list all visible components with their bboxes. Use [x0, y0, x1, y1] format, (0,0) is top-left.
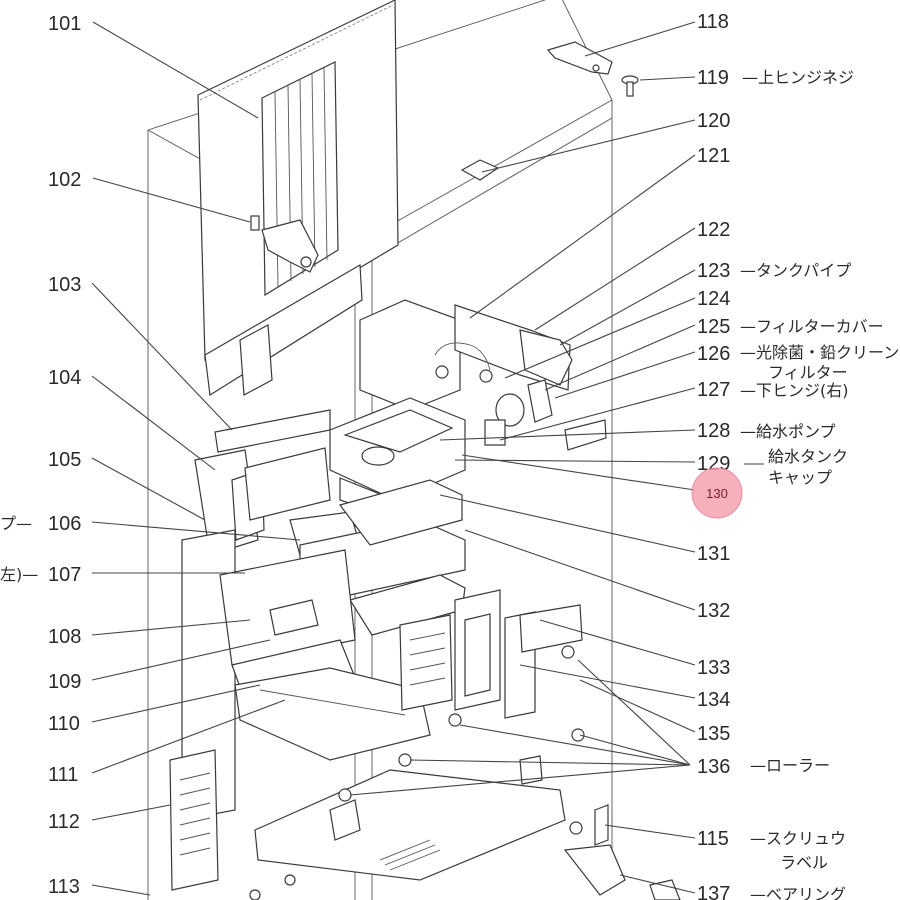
name-126: —光除菌・鉛クリーン	[740, 343, 899, 362]
label-137: 137	[697, 883, 730, 900]
name-127: —下ヒンジ(右)	[740, 381, 849, 400]
label-121: 121	[697, 145, 730, 167]
label-107-prefix: 左)—	[0, 565, 38, 584]
tank-assembly	[329, 299, 607, 521]
label-115: 115	[697, 828, 729, 850]
label-112: 112	[48, 811, 80, 833]
label-132: 132	[697, 600, 730, 622]
label-134: 134	[697, 689, 730, 711]
control-area	[399, 589, 583, 719]
label-119: 119	[697, 67, 729, 89]
label-133: 133	[697, 657, 730, 679]
left-labels: 101 102 103 104 105 プ— 106 左)— 107 108 1…	[0, 13, 81, 898]
label-123: 123	[697, 260, 730, 282]
label-124: 124	[697, 288, 730, 310]
label-118: 118	[697, 11, 729, 33]
highlight-marker-130[interactable]: 130	[691, 467, 743, 519]
label-103: 103	[48, 274, 81, 296]
label-107: 107	[48, 564, 81, 586]
marker-label: 130	[706, 486, 728, 501]
left-components	[181, 409, 361, 821]
label-110: 110	[48, 713, 80, 735]
name-115-cont: ラベル	[780, 853, 828, 872]
name-129: 給水タンク	[768, 447, 848, 466]
label-126: 126	[697, 343, 730, 365]
name-115: —スクリュウ	[750, 829, 846, 848]
label-109: 109	[48, 671, 81, 693]
top-hinge-118	[546, 41, 613, 75]
label-120: 120	[697, 110, 730, 132]
mid-section	[219, 549, 431, 761]
label-125: 125	[697, 316, 730, 338]
name-128: —給水ポンプ	[740, 422, 836, 441]
label-106: 106	[48, 513, 81, 535]
label-102: 102	[48, 169, 81, 191]
label-122: 122	[697, 219, 730, 241]
hinge-screw-119	[621, 75, 639, 97]
name-137: —ベアリング	[750, 885, 846, 900]
label-127: 127	[697, 379, 730, 401]
label-136: 136	[697, 756, 730, 778]
name-126-cont: フィルター	[768, 363, 848, 382]
name-129-cont: キャップ	[768, 468, 832, 487]
label-128: 128	[697, 420, 730, 442]
door-panel-101	[197, 0, 399, 397]
label-101: 101	[48, 13, 81, 35]
label-131: 131	[697, 543, 730, 565]
name-125: —フィルターカバー	[740, 317, 884, 336]
name-136: —ローラー	[750, 756, 830, 775]
label-113: 113	[48, 876, 80, 898]
base-assembly	[169, 645, 681, 900]
label-108: 108	[48, 626, 81, 648]
right-labels: 118 119 —上ヒンジネジ 120 121 122 123 —タンクパイプ …	[697, 11, 899, 900]
label-135: 135	[697, 723, 730, 745]
leader-lines	[91, 21, 696, 896]
name-119: —上ヒンジネジ	[742, 68, 854, 87]
name-123: —タンクパイプ	[740, 261, 851, 280]
label-104: 104	[48, 367, 81, 389]
label-105: 105	[48, 449, 81, 471]
label-111: 111	[48, 764, 78, 786]
bracket-120	[460, 159, 500, 181]
drawers	[299, 479, 466, 636]
label-106-prefix: プ—	[0, 514, 32, 533]
